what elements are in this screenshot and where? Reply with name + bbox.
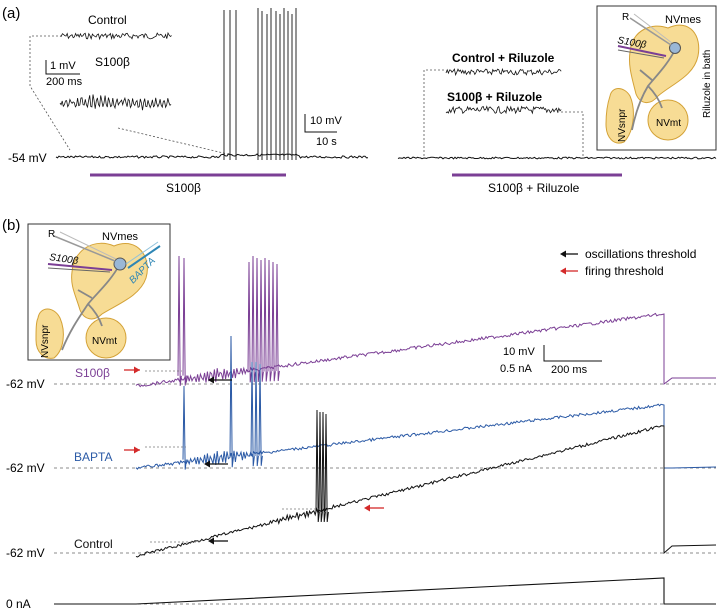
recording-electrode-b2 — [59, 231, 117, 260]
schematic-a: R S100β NVmes NVsnpr NVmt Riluzole in ba… — [596, 5, 717, 151]
main-scale-s: 10 s — [316, 136, 337, 148]
inset-s100b-label: S100β — [95, 55, 130, 69]
legend-firing-label: firing threshold — [585, 264, 664, 278]
drug-pipette-b — [47, 263, 113, 271]
schematic-b-nvsnpr: NVsnpr — [40, 324, 51, 358]
nvmt-region-b — [85, 317, 127, 359]
trace-name-s100b: S100β — [75, 366, 110, 380]
panel-b-label: (b) — [2, 217, 20, 234]
spikes-bapta — [182, 335, 263, 470]
firing-threshold-arrow-s100b — [124, 366, 140, 374]
trace-name-control: Control — [74, 537, 113, 551]
oscillation-threshold-arrow-s100b — [208, 376, 232, 384]
oscillation-threshold-arrow-control — [208, 537, 228, 545]
firing-threshold-arrow-control — [364, 504, 384, 512]
neuron-soma — [669, 42, 681, 54]
schematic-b-nvmes: NVmes — [102, 231, 139, 243]
trace-s100b — [135, 312, 716, 388]
current-ramp — [54, 577, 716, 605]
baseline-label-current: 0 nA — [6, 597, 31, 610]
inset-control-trace — [59, 31, 172, 41]
inset-scale-mv: 1 mV — [50, 60, 76, 72]
neuron-soma-b — [113, 257, 127, 271]
inset-s100b-trace — [59, 94, 172, 111]
nvmes-region — [629, 24, 700, 103]
inset-scale-bar — [45, 60, 80, 75]
control-riluzole-trace — [445, 67, 562, 77]
nvsnpr-region-b — [35, 308, 64, 359]
inset-scale-ms: 200 ms — [46, 76, 83, 88]
legend-oscillation-arrowhead — [560, 250, 566, 258]
schematic-b: R S100β BAPTA NVmes NVsnpr NVmt — [27, 223, 171, 361]
spikes-s100b — [177, 255, 280, 386]
main-scale-mv: 10 mV — [310, 115, 342, 127]
neuron-axon-b — [61, 263, 121, 351]
schematic-a-drug: S100β — [616, 35, 647, 51]
schematic-b-nvmt: NVmt — [92, 336, 117, 347]
drug-pipette-2 — [617, 49, 665, 59]
panel-b-scale-na: 0.5 nA — [500, 363, 532, 375]
trace-name-bapta: BAPTA — [74, 450, 112, 464]
nvsnpr-region — [605, 88, 634, 144]
spikes-control — [315, 409, 329, 523]
inset-control-label: Control — [88, 13, 127, 27]
baseline-label-control: -62 mV — [6, 546, 45, 560]
baseline-label-s100b: -62 mV — [6, 377, 45, 391]
s100b-riluzole-label: S100β + Riluzole — [447, 90, 542, 104]
panel-b-scale-mv: 10 mV — [503, 346, 535, 358]
baseline-label-bapta: -62 mV — [6, 461, 45, 475]
riluzole-application-label: S100β + Riluzole — [488, 181, 580, 195]
nvmt-region — [647, 99, 689, 141]
legend-firing-arrowhead — [560, 267, 566, 275]
legend: oscillations threshold firing threshold — [560, 247, 696, 278]
panel-b-scale-ms: 200 ms — [551, 364, 588, 376]
drug-pipette — [617, 45, 667, 57]
resting-potential-label: -54 mV — [8, 151, 47, 165]
s100b-riluzole-trace — [445, 105, 562, 115]
schematic-a-electrode: R — [622, 12, 629, 23]
control-riluzole-label: Control + Riluzole — [452, 51, 555, 65]
s100b-application-label: S100β — [166, 181, 201, 195]
panel-a-label: (a) — [2, 5, 20, 22]
schematic-a-bath: Riluzole in bath — [702, 50, 713, 118]
bapta-pipette-2 — [125, 241, 159, 265]
legend-oscillation-label: oscillations threshold — [585, 247, 696, 261]
schematic-b-electrode: R — [48, 229, 55, 240]
recording-electrode-b — [53, 235, 116, 262]
trace-control — [135, 425, 717, 558]
schematic-a-nvmes: NVmes — [665, 14, 702, 26]
firing-threshold-arrow-bapta — [124, 446, 140, 454]
oscillation-threshold-arrow-bapta — [204, 460, 228, 468]
schematic-a-nvmt: NVmt — [656, 118, 681, 129]
trace-bapta — [135, 403, 717, 470]
riluzole-connector-lines — [423, 69, 584, 157]
panel-b-scale-bar — [543, 345, 602, 362]
bapta-pipette — [127, 245, 161, 269]
threshold-lines — [145, 370, 322, 543]
main-right-trace — [397, 156, 717, 160]
recording-electrode-2 — [633, 13, 673, 44]
inset-connector-lines — [29, 35, 237, 157]
recording-electrode — [629, 17, 672, 46]
drug-pipette-b2 — [47, 267, 111, 273]
schematic-a-nvsnpr: NVsnpr — [617, 108, 628, 142]
action-potentials — [223, 8, 297, 160]
schematic-b-drug: S100β — [49, 252, 80, 267]
neuron-axon — [631, 47, 677, 131]
main-left-trace — [55, 153, 369, 159]
main-scale-bar — [304, 114, 337, 133]
